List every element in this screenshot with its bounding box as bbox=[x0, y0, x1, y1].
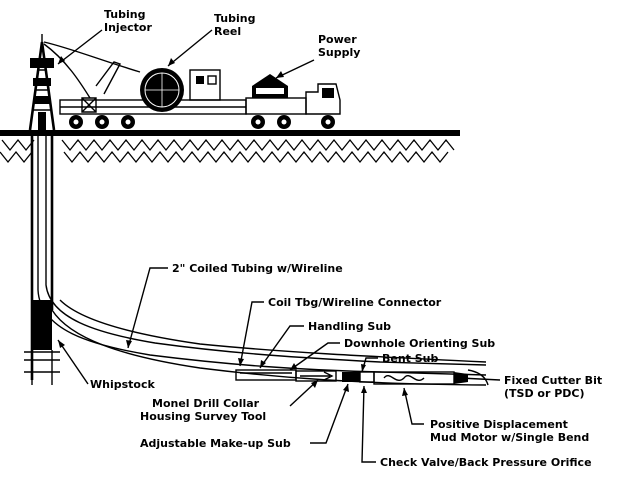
leader-lines bbox=[57, 29, 501, 463]
label-connector: Coil Tbg/Wireline Connector bbox=[268, 296, 442, 309]
power-supply-truck bbox=[245, 74, 341, 129]
tubing-injector bbox=[43, 41, 141, 113]
label-monel-collar: Monel Drill Collar Housing Survey Tool bbox=[140, 397, 266, 423]
label-check-valve: Check Valve/Back Pressure Orifice bbox=[380, 456, 592, 469]
label-bent-sub: Bent Sub bbox=[382, 352, 439, 365]
label-pdm: Positive Displacement Mud Motor w/Single… bbox=[430, 418, 589, 444]
wellhead-derrick bbox=[28, 34, 56, 131]
ground-surface bbox=[0, 130, 460, 164]
label-handling-sub: Handling Sub bbox=[308, 320, 391, 333]
label-tubing-injector: Tubing Injector bbox=[104, 8, 152, 34]
label-makeup-sub: Adjustable Make-up Sub bbox=[140, 437, 291, 450]
label-coiled-tubing: 2" Coiled Tubing w/Wireline bbox=[172, 262, 343, 275]
label-fixed-cutter-bit: Fixed Cutter Bit (TSD or PDC) bbox=[504, 374, 606, 400]
label-power-supply: Power Supply bbox=[318, 33, 361, 59]
label-orienting-sub: Downhole Orienting Sub bbox=[344, 337, 495, 350]
wellbore bbox=[24, 136, 489, 386]
tubing-reel-trailer bbox=[59, 68, 247, 129]
label-whipstock: Whipstock bbox=[90, 378, 155, 391]
label-tubing-reel: Tubing Reel bbox=[214, 12, 259, 38]
